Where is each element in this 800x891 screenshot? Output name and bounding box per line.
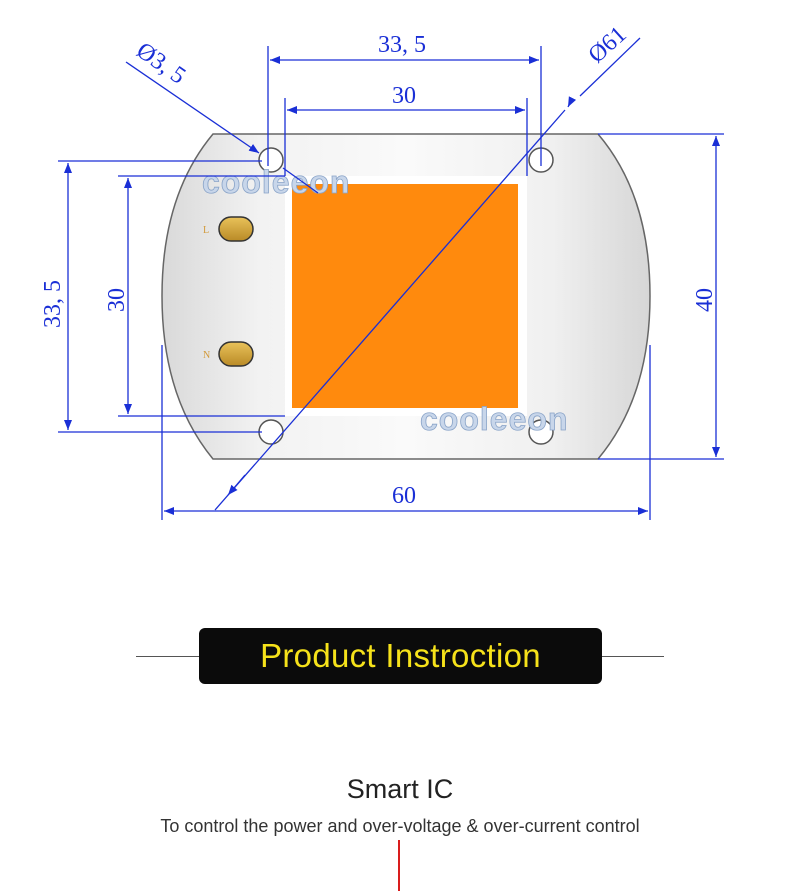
section-divider-right	[602, 656, 664, 657]
pad-label-live: L	[203, 225, 209, 236]
dimension-bottom-width: 60	[392, 483, 416, 509]
watermark-top: cooleeon	[202, 164, 350, 200]
dimension-left-outer: 33, 5	[40, 280, 66, 328]
red-pointer-line	[398, 840, 400, 891]
led-emitter	[292, 184, 518, 408]
mounting-hole-top-left	[258, 147, 284, 173]
solder-pad-neutral	[218, 341, 254, 367]
feature-description: To control the power and over-voltage & …	[160, 816, 640, 836]
dimension-right-height: 40	[692, 288, 718, 312]
section-title-banner: Product Instroction	[199, 628, 602, 684]
dimension-top-outer: 33, 5	[378, 32, 426, 58]
dimension-lines	[58, 37, 724, 520]
led-chip-dimension-diagram: L N cooleeon cooleeon	[40, 21, 724, 520]
solder-pad-live	[218, 216, 254, 242]
dimension-board-diameter: Ø61	[584, 21, 632, 68]
section-divider-left	[136, 656, 200, 657]
watermark-bottom: cooleeon	[420, 401, 568, 437]
section-header: Product Instroction	[0, 628, 800, 686]
dimension-left-inner: 30	[104, 288, 130, 312]
section-title: Product Instroction	[260, 637, 541, 674]
dimension-hole-diameter: Ø3, 5	[132, 38, 191, 90]
dimension-top-inner: 30	[392, 83, 416, 109]
pad-label-neutral: N	[203, 350, 210, 361]
feature-title: Smart IC	[346, 774, 454, 804]
mounting-hole-bottom-left	[258, 419, 284, 445]
mounting-hole-bottom-right	[528, 419, 554, 445]
